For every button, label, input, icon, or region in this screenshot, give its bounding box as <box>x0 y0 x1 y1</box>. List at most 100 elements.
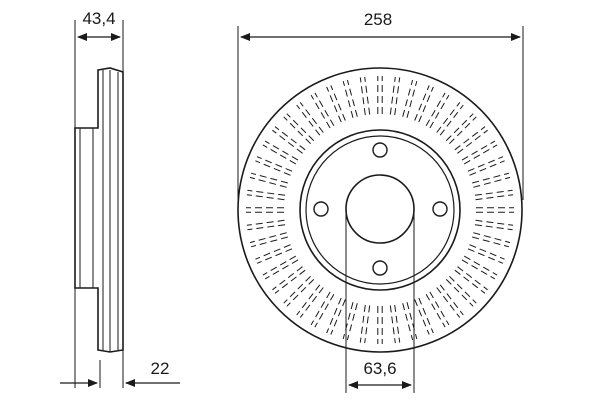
vent-slot-line <box>286 279 315 307</box>
vent-slot-line <box>472 172 510 184</box>
hub-outer-ring <box>299 129 461 291</box>
vent-slot-line <box>283 116 311 145</box>
vent-slot-line <box>389 305 396 344</box>
vent-slot-line <box>467 248 504 264</box>
vent-slot-line <box>250 172 288 184</box>
vent-slot-line <box>256 156 293 172</box>
vent-slot-line <box>402 303 414 341</box>
vent-slot-line <box>262 144 297 165</box>
outer-diameter-label: 258 <box>364 10 392 29</box>
side-view: 43,4 22 <box>60 9 180 388</box>
vent-slot-line <box>445 113 474 141</box>
vent-slot-line <box>342 80 354 118</box>
vent-slot-line <box>457 266 488 291</box>
vent-slot-line <box>249 232 287 244</box>
min-thickness-label: 22 <box>151 359 170 378</box>
vent-slot-line <box>439 284 464 316</box>
vent-slot-line <box>425 293 446 328</box>
vent-slot-line <box>342 302 354 340</box>
bolt-hole-top <box>372 142 388 158</box>
vent-slot-line <box>425 92 446 127</box>
vent-slot-line <box>394 304 401 343</box>
vent-slot-line <box>296 104 321 136</box>
vent-slot-line <box>310 94 331 129</box>
vent-slot-line <box>402 79 414 117</box>
vent-slot-line <box>429 291 450 326</box>
vent-slot-line <box>436 287 461 318</box>
vent-slot-line <box>463 255 498 276</box>
bolt-hole-bottom <box>372 260 388 276</box>
vent-slot-line <box>249 176 287 188</box>
vent-slot-line <box>296 284 321 316</box>
bolt-hole-left <box>313 201 329 217</box>
vent-slot-line <box>429 94 450 129</box>
vent-slot-line <box>272 129 303 154</box>
vent-slot-line <box>330 299 346 335</box>
vent-slot-line <box>272 266 303 291</box>
vent-slot-line <box>475 219 514 226</box>
vent-slot-line <box>449 275 477 304</box>
vent-slot-line <box>346 303 358 341</box>
bolt-hole-right <box>432 201 448 217</box>
vent-slot-line <box>246 194 285 201</box>
vent-slot-line <box>472 236 510 248</box>
vent-slot-line <box>469 160 505 176</box>
vent-slot-line <box>449 116 477 145</box>
vent-slot-line <box>359 77 366 116</box>
vent-slot-line <box>250 236 288 248</box>
vent-slot-line <box>473 232 511 244</box>
vent-slot-line <box>406 80 418 118</box>
vent-slot-line <box>439 104 464 136</box>
vent-slot-line <box>264 259 299 280</box>
overall-thickness-label: 43,4 <box>82 9 115 28</box>
vent-slot-line <box>255 160 291 176</box>
front-view: 258 63,6 <box>237 10 524 393</box>
vent-slot-line <box>436 102 461 133</box>
vent-slot-line <box>389 76 396 115</box>
vent-slot-line <box>414 85 430 121</box>
vent-slot-line <box>314 92 335 127</box>
vent-slot-line <box>454 126 486 151</box>
vent-slot-line <box>364 76 371 115</box>
vent-slot-line <box>247 189 286 196</box>
vent-slot-line <box>418 297 434 334</box>
vent-slot-line <box>264 140 299 161</box>
vent-slot-line <box>255 244 291 260</box>
vent-slot-line <box>330 85 346 121</box>
vent-slot-line <box>299 102 324 133</box>
center-bore <box>345 174 415 244</box>
vent-slot-line <box>286 113 315 141</box>
vent-slot-line <box>326 86 342 123</box>
vent-slot-line <box>346 79 358 117</box>
vent-slot-line <box>461 259 496 280</box>
vent-slot-line <box>418 86 434 123</box>
vent-slot-line <box>274 126 306 151</box>
vent-slot-line <box>474 189 513 196</box>
vent-slot-line <box>283 275 311 304</box>
vent-slot-line <box>457 129 488 154</box>
vent-slot-line <box>474 224 513 231</box>
vent-slot-line <box>394 77 401 116</box>
vent-slot-line <box>310 291 331 326</box>
vent-slot-line <box>467 156 504 172</box>
vent-slot-line <box>299 287 324 318</box>
vent-slot-line <box>475 194 514 201</box>
vent-slot-line <box>359 304 366 343</box>
vent-slot-line <box>463 144 498 165</box>
vent-slot-line <box>414 299 430 335</box>
vent-slot-line <box>445 279 474 307</box>
vent-slot-line <box>256 248 293 264</box>
vent-slot-line <box>314 293 335 328</box>
vent-slot-line <box>274 269 306 294</box>
vent-slot-line <box>461 140 496 161</box>
vent-slot-line <box>247 224 286 231</box>
vent-slot-line <box>406 302 418 340</box>
vent-slot-line <box>469 244 505 260</box>
vent-slot-line <box>246 219 285 226</box>
center-bore-label: 63,6 <box>363 359 396 378</box>
vent-slots <box>246 76 514 344</box>
vent-slot-line <box>473 176 511 188</box>
vent-slot-line <box>454 269 486 294</box>
vent-slot-line <box>262 255 297 276</box>
